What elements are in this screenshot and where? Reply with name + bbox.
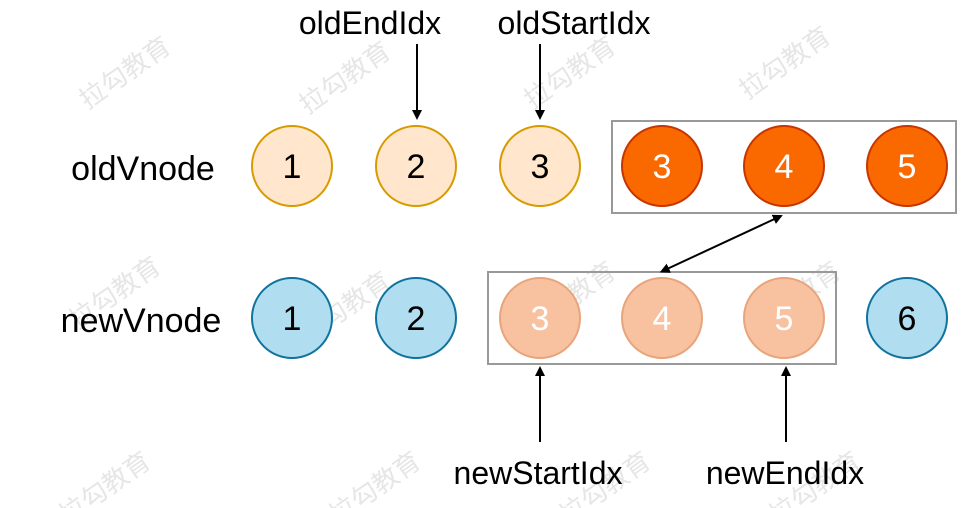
- old-vnode-row: 1 2 3 3 4 5: [251, 125, 948, 207]
- new-vnode-circle-3: [499, 277, 581, 359]
- old-vnode-circle-3: [499, 125, 581, 207]
- new-vnode-circle-1: [251, 277, 333, 359]
- watermark-text: 拉勾教育: [294, 36, 396, 120]
- new-start-idx-label: newStartIdx: [454, 455, 623, 491]
- old-vnode-circle-2: [375, 125, 457, 207]
- old-moved-group-box: [611, 120, 957, 214]
- old-vnode-circle-4: [621, 125, 703, 207]
- old-vnode-label: oldVnode: [71, 150, 215, 188]
- watermark-text: 拉勾教育: [74, 31, 176, 115]
- watermark-text: 拉勾教育: [734, 21, 836, 105]
- group-match-arrow: [659, 214, 783, 273]
- new-vnode-label-4: 4: [653, 300, 672, 338]
- old-vnode-label-6: 5: [898, 148, 917, 186]
- watermark-layer: 拉勾教育拉勾教育拉勾教育拉勾教育拉勾教育拉勾教育拉勾教育拉勾教育拉勾教育拉勾教育…: [54, 21, 866, 508]
- new-vnode-label-2: 2: [407, 300, 426, 338]
- old-vnode-circle-6: [866, 125, 948, 207]
- old-vnode-label-2: 2: [407, 148, 426, 186]
- old-vnode-label-1: 1: [283, 148, 302, 186]
- old-vnode-label-5: 4: [775, 148, 794, 186]
- new-vnode-label-1: 1: [283, 300, 302, 338]
- new-vnode-circle-4: [621, 277, 703, 359]
- old-vnode-label-4: 3: [653, 148, 672, 186]
- new-vnode-circle-6: [866, 277, 948, 359]
- new-vnode-circle-2: [375, 277, 457, 359]
- new-end-idx-label: newEndIdx: [706, 455, 864, 491]
- watermark-text: 拉勾教育: [54, 446, 156, 508]
- new-vnode-row: 1 2 3 4 5 6: [251, 277, 948, 359]
- watermark-text: 拉勾教育: [519, 31, 621, 115]
- old-vnode-label-3: 3: [531, 148, 550, 186]
- old-start-idx-label: oldStartIdx: [498, 5, 651, 41]
- new-vnode-label-5: 5: [775, 300, 794, 338]
- new-vnode-circle-5: [743, 277, 825, 359]
- old-vnode-circle-5: [743, 125, 825, 207]
- old-vnode-circle-1: [251, 125, 333, 207]
- new-vnode-label-3: 3: [531, 300, 550, 338]
- new-vnode-label: newVnode: [61, 302, 222, 340]
- new-vnode-label-6: 6: [898, 300, 917, 338]
- old-end-idx-label: oldEndIdx: [299, 5, 441, 41]
- watermark-text: 拉勾教育: [324, 446, 426, 508]
